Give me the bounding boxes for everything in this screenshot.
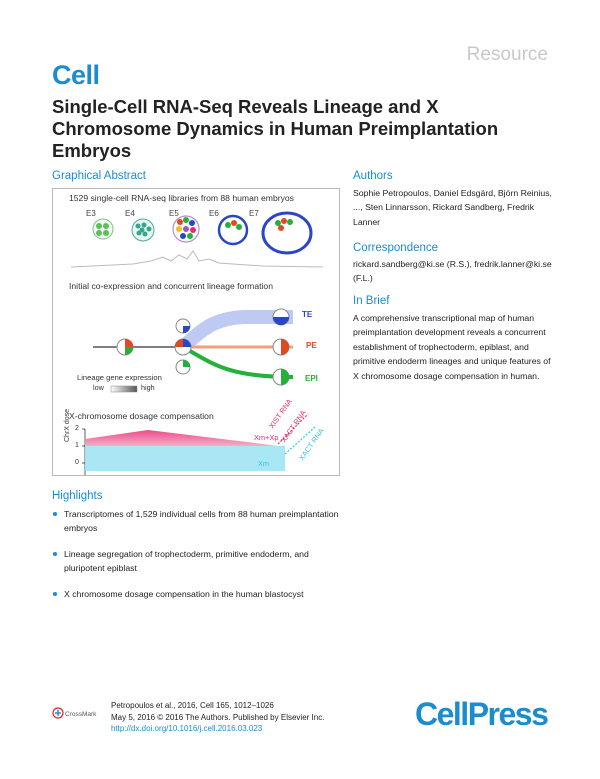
- embryo-e5: [172, 215, 200, 243]
- xmxp-area: [85, 430, 285, 447]
- y-tick-0: 0: [75, 459, 79, 466]
- graphical-abstract-illustration: [70, 211, 324, 475]
- y-tick-2: 2: [75, 425, 79, 432]
- label-xm-xp: Xm+Xp: [254, 433, 279, 442]
- xm-area: [85, 446, 285, 471]
- highlight-item: X chromosome dosage compensation in the …: [52, 587, 342, 601]
- legend-low: low: [93, 383, 104, 392]
- branch-node: [174, 338, 192, 356]
- crossmark-logo[interactable]: CrossMark: [52, 707, 102, 719]
- pe-end-node: [272, 338, 290, 356]
- article-title: Single-Cell RNA-Seq Reveals Lineage and …: [52, 96, 499, 161]
- crossmark-text: CrossMark: [65, 711, 97, 718]
- embryo-e3: [92, 218, 114, 240]
- citation-line: Petropoulos et al., 2016, Cell 165, 1012…: [111, 701, 274, 710]
- ga-caption-libraries: 1529 single-cell RNA-seq libraries from …: [69, 193, 294, 203]
- te-node-1: [175, 318, 191, 334]
- root-node: [116, 338, 134, 356]
- epi-node-1: [175, 359, 191, 375]
- citation-block: Petropoulos et al., 2016, Cell 165, 1012…: [111, 700, 324, 735]
- lineage-label-epi: EPI: [305, 374, 318, 383]
- label-xm: Xm: [258, 459, 270, 468]
- in-brief-heading: In Brief: [353, 295, 390, 307]
- y-axis-label: ChrX dose: [64, 408, 71, 442]
- graphical-abstract: 1529 single-cell RNA-seq libraries from …: [52, 188, 340, 476]
- authors-heading: Authors: [353, 170, 393, 182]
- bullet-icon: [53, 591, 57, 596]
- section-label: Resource: [466, 44, 548, 65]
- lineage-label-pe: PE: [306, 341, 317, 350]
- publisher-logo: CellPress: [415, 696, 549, 732]
- xist-line: [277, 413, 309, 445]
- embryo-e6: [217, 214, 249, 246]
- y-tick-1: 1: [75, 442, 79, 449]
- highlight-item: Transcriptomes of 1,529 individual cells…: [52, 507, 342, 536]
- stage-label-e4: E4: [125, 209, 135, 218]
- authors-text: Sophie Petropoulos, Daniel Edsgärd, Björ…: [353, 188, 552, 227]
- graphical-abstract-heading: Graphical Abstract: [52, 170, 146, 182]
- epi-end-node: [272, 368, 290, 386]
- date-line: May 5, 2016 © 2016 The Authors. Publishe…: [111, 712, 325, 722]
- embryo-e4: [131, 218, 155, 242]
- doi-link[interactable]: http://dx.doi.org/10.1016/j.cell.2016.03…: [111, 724, 263, 733]
- stage-label-e6: E6: [209, 209, 219, 218]
- stage-label-e5: E5: [169, 209, 179, 218]
- density-trace: [70, 250, 324, 268]
- lineage-label-te: TE: [302, 310, 313, 319]
- highlights-list: Transcriptomes of 1,529 individual cells…: [52, 507, 342, 612]
- te-branch: [178, 310, 293, 353]
- in-brief-text: A comprehensive transcriptional map of h…: [353, 313, 551, 381]
- highlights-heading: Highlights: [52, 490, 103, 502]
- correspondence-text[interactable]: rickard.sandberg@ki.se (R.S.), fredrik.l…: [353, 259, 552, 284]
- bullet-icon: [53, 551, 57, 556]
- legend-gradient: [110, 385, 138, 393]
- embryo-e7: [261, 211, 313, 255]
- stage-label-e7: E7: [249, 209, 259, 218]
- ga-caption-lineage: Initial co-expression and concurrent lin…: [69, 281, 273, 291]
- legend-high: high: [141, 383, 155, 392]
- legend-title: Lineage gene expression: [77, 373, 162, 382]
- journal-logo: Cell: [52, 60, 100, 90]
- correspondence-heading: Correspondence: [353, 242, 439, 254]
- te-end-node: [272, 308, 290, 326]
- ga-caption-dosage: X-chromosome dosage compensation: [69, 411, 214, 421]
- highlight-item: Lineage segregation of trophectoderm, pr…: [52, 547, 342, 576]
- stage-label-e3: E3: [86, 209, 96, 218]
- bullet-icon: [53, 512, 57, 516]
